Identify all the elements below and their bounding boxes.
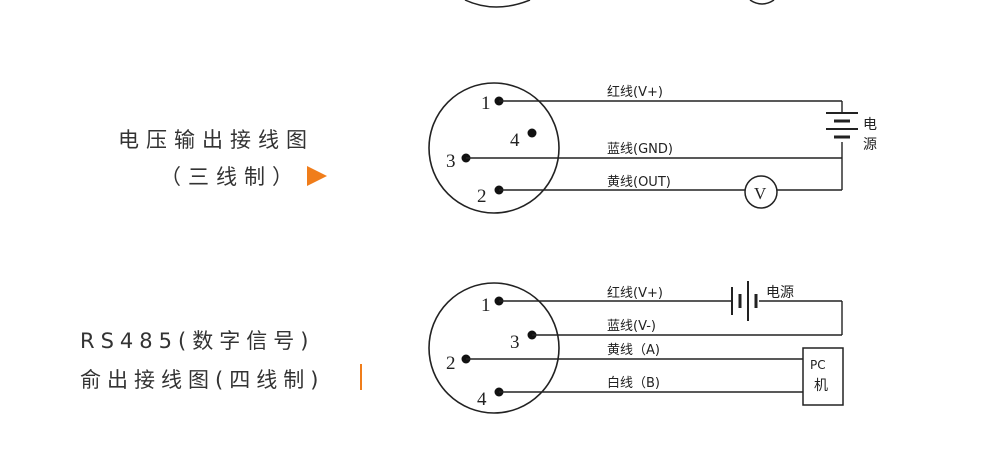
arrow-icon	[307, 166, 327, 186]
wire-label-white: 白线（B)	[607, 375, 660, 391]
wire-label-red: 红线(V+)	[607, 285, 663, 301]
voltage-title: 电压输出接线图	[118, 128, 314, 152]
connector-circle	[428, 282, 560, 414]
previous-meter-edge	[749, 0, 775, 5]
voltmeter-label: V	[754, 184, 767, 203]
pin-label: 3	[510, 332, 520, 353]
wire-label-blue: 蓝线(V-)	[607, 319, 656, 334]
previous-connector-edge	[464, 0, 531, 8]
power-label: 源	[863, 137, 877, 153]
connector-circle	[428, 82, 560, 214]
battery-icon	[731, 281, 758, 321]
rs485-title-line2: 俞出接线图(四线制)	[80, 368, 325, 392]
battery-icon	[826, 112, 858, 139]
wire-label-yellow: 黄线（A)	[607, 343, 660, 358]
wire-label-blue: 蓝线(GND)	[607, 142, 673, 157]
pc-label: 机	[814, 378, 828, 394]
pin-label: 4	[510, 130, 520, 151]
wire-label-red: 红线(V+)	[607, 84, 663, 100]
pin-label: 1	[481, 295, 491, 316]
voltage-subtitle: （三线制）	[160, 165, 300, 189]
power-label: 电	[863, 117, 877, 133]
pin-label: 1	[481, 93, 491, 114]
wire-label-yellow: 黄线(OUT)	[607, 175, 671, 190]
pin-dot	[527, 128, 537, 138]
rs485-title-line1: RS485(数字信号)	[80, 329, 315, 353]
pin-label: 2	[446, 353, 456, 374]
pc-label: PC	[810, 358, 826, 372]
pin-label: 3	[446, 151, 456, 172]
pin-label: 4	[477, 389, 487, 410]
voltage-connector: 1 4 3 2	[428, 82, 560, 214]
power-label: 电源	[766, 285, 794, 301]
rs485-connector: 1 3 2 4	[428, 282, 560, 414]
pc-box	[802, 347, 844, 406]
pin-label: 2	[477, 186, 487, 207]
voltmeter-icon	[744, 175, 778, 209]
